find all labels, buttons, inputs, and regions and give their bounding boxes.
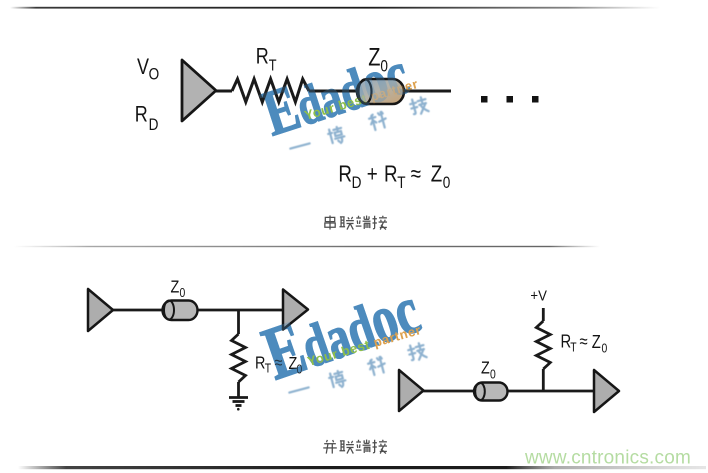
svg-text:D: D — [149, 116, 159, 135]
svg-text:0: 0 — [443, 174, 451, 193]
svg-text:R: R — [255, 353, 265, 373]
svg-text:O: O — [149, 65, 160, 84]
svg-text:V: V — [137, 55, 149, 79]
svg-text:Z: Z — [431, 161, 442, 188]
svg-text:Z: Z — [171, 277, 180, 297]
svg-text:T: T — [397, 174, 406, 193]
svg-text:Z: Z — [481, 358, 490, 378]
svg-text:≈: ≈ — [580, 331, 588, 352]
svg-text:www.cntronics.com: www.cntronics.com — [524, 448, 691, 469]
svg-text:T: T — [570, 340, 576, 354]
svg-text:+V: +V — [530, 287, 547, 304]
svg-text:+: + — [367, 161, 378, 188]
svg-text:R: R — [384, 161, 398, 188]
svg-text:Z: Z — [592, 331, 601, 352]
svg-text:R: R — [338, 161, 352, 188]
svg-text:D: D — [352, 174, 362, 193]
svg-text:R: R — [256, 45, 269, 69]
svg-text:R: R — [561, 331, 572, 352]
svg-text:0: 0 — [490, 367, 496, 381]
svg-text:T: T — [265, 361, 271, 375]
svg-text:R: R — [135, 103, 148, 127]
svg-text:0: 0 — [180, 286, 186, 300]
svg-text:≈: ≈ — [411, 161, 422, 188]
svg-text:0: 0 — [602, 341, 608, 355]
svg-text:T: T — [269, 57, 277, 75]
